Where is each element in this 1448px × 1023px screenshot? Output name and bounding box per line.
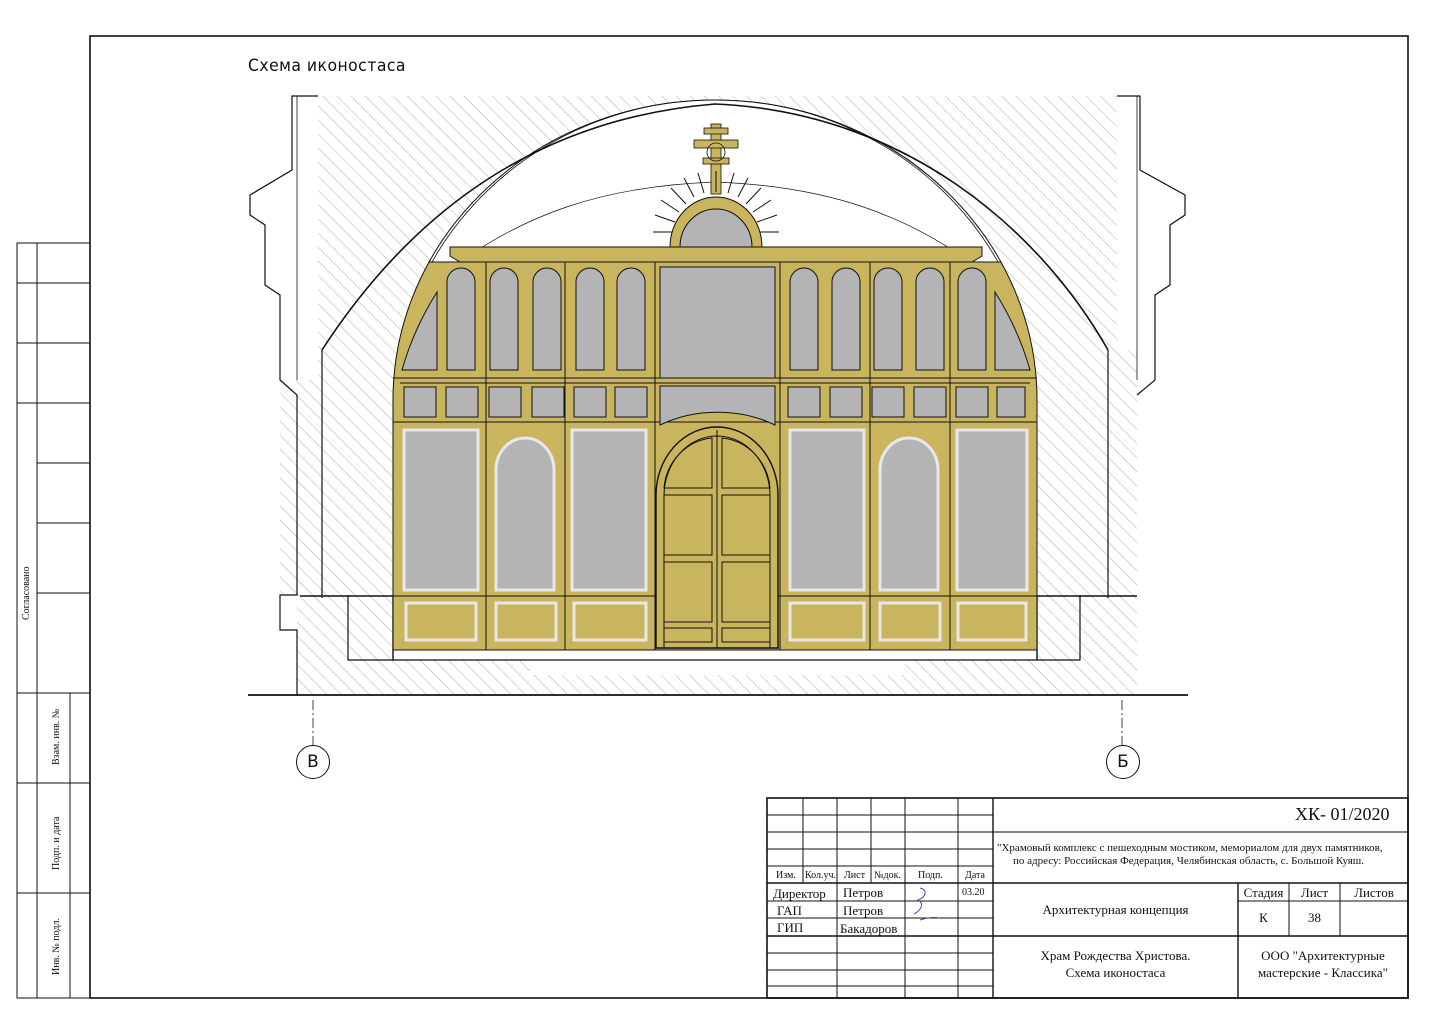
cross [693,123,739,195]
header-izm: Изм. [776,870,796,881]
staff-name-2: Петров [843,903,884,918]
stage-value: К [1259,910,1268,925]
staff-date-1: 03.20 [962,887,985,898]
sunburst [653,171,779,233]
axis-marker-b: Б [1106,745,1140,779]
axis-marker-v: В [296,745,330,779]
title-block-grid [766,797,1409,999]
stamp-agreed: Согласовано [21,566,32,620]
project-line-1: "Храмовый комплекс с пешеходным мостиком… [997,842,1383,854]
header-kol: Кол.уч. [805,870,837,881]
stamp-sign-date: Подп. и дата [51,816,62,870]
staff-name-1: Петров [843,885,884,900]
royal-doors [655,426,779,649]
sheets-label: Листов [1354,885,1394,900]
sheet-value: 38 [1308,910,1321,925]
staff-role-3: ГИП [777,920,804,935]
project-line-2: по адресу: Российская Федерация, Челябин… [1013,855,1364,867]
staff-role-1: Директор [773,886,826,901]
stamp-replaced-inv: Взам. инв. № [51,708,62,765]
stamp-inv-orig: Инв. № подл. [51,918,62,975]
drawing-title: Схема иконостаса [248,56,406,76]
header-list: Лист [844,870,865,881]
sheet-label: Лист [1300,885,1329,900]
header-ndoc: №док. [874,870,901,881]
staff-role-2: ГАП [777,903,802,918]
drawing-code: ХК- 01/2020 [1295,804,1390,824]
sheet-title-2: Схема иконостаса [1065,965,1166,980]
org-line-2: мастерские - Классика" [1258,965,1388,980]
signature-mark [913,887,941,921]
stage-label: Стадия [1243,885,1284,900]
org-line-1: ООО "Архитектурные [1261,948,1385,963]
side-stamp [16,242,91,999]
staff-name-3: Бакадоров [840,921,898,936]
section-name: Архитектурная концепция [1042,902,1189,917]
header-podp: Подп. [918,870,943,881]
sheet-title-1: Храм Рождества Христова. [1040,948,1191,963]
iconostasis [392,99,1038,651]
header-data: Дата [965,870,985,881]
